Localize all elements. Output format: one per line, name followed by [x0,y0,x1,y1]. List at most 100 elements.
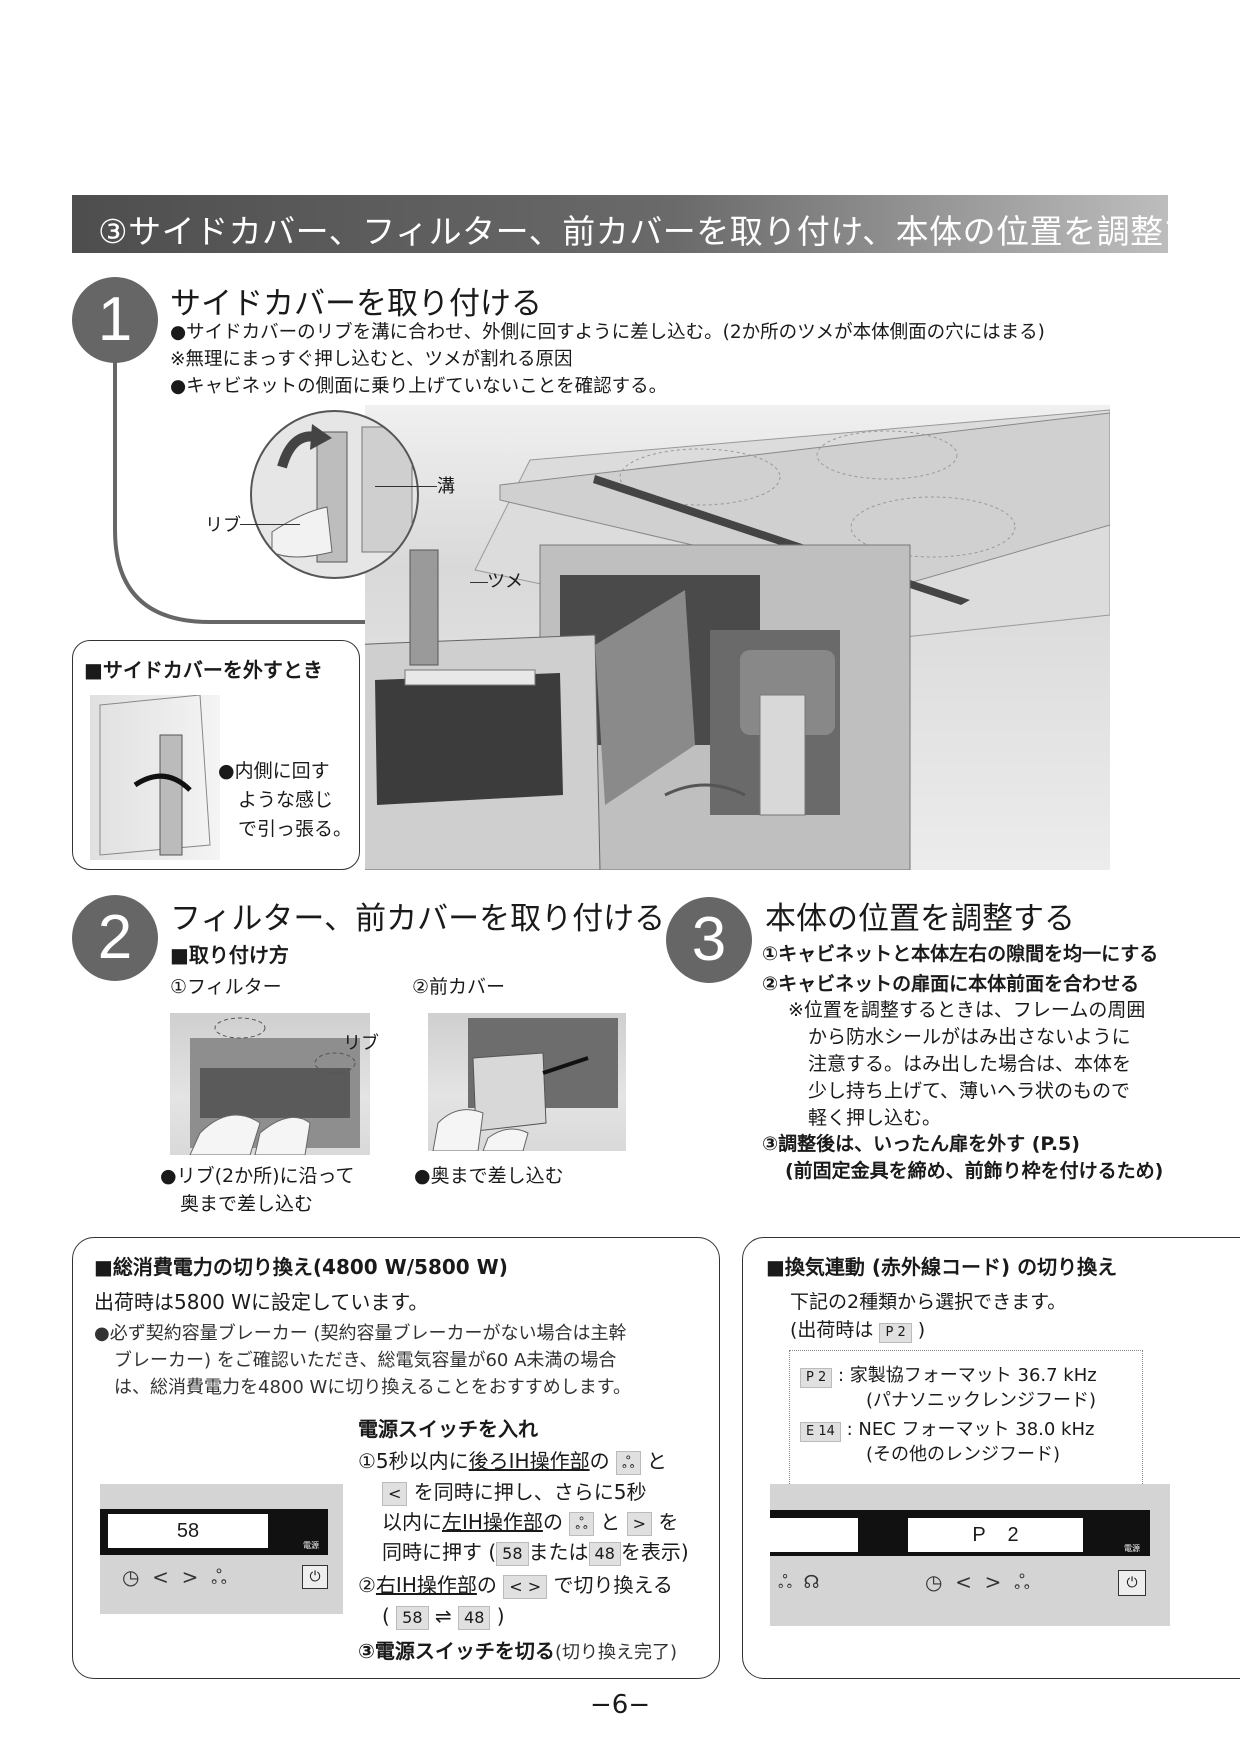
power-step-1a-to: と [646,1449,667,1473]
filter-illustration [170,1013,370,1155]
key-e14: E 14 [800,1422,841,1442]
leader-claw [470,582,488,583]
leader-rib [240,524,300,525]
power-step-2-text: で切り換える [553,1573,673,1597]
power-step-2b: ( 58 ⇌ 48 ) [382,1601,505,1631]
step-1-instruction-1: ●サイドカバーのリブを溝に合わせ、外側に回すように差し込む。(2か所のツメが本体… [170,322,1045,343]
power-step-2: ②右IH操作部の < > で切り換える [358,1570,673,1600]
panel-keys-right: ◷ < > ஃ [925,1570,1030,1594]
filter-rib-label: リブ [343,1033,379,1054]
filter-caption-1: ●リブ(2か所)に沿って [160,1165,355,1187]
power-step-1c-pre: 以内に [382,1510,442,1534]
vent-box-line-1: 下記の2種類から選択できます。 [790,1291,1067,1313]
panel-keys-left: ◷ < > ஃ [122,1565,227,1589]
key-display-48: 48 [588,1542,621,1566]
cooktop-drawing [365,409,1110,870]
power-step-1a: ①5秒以内に後ろIH操作部の ஃ と [358,1446,667,1476]
power-step-1a-pre: ①5秒以内に [358,1449,469,1473]
power-label-left: 電源 [303,1541,319,1550]
step-1-illustration [365,405,1110,870]
section-banner [72,195,1168,253]
step-3-note-5: 軽く押し込む。 [808,1107,942,1129]
section-banner-title: ③サイドカバー、フィルター、前カバーを取り付け、本体の位置を調整する [98,212,1231,251]
step-3-note-3: 注意する。はみ出した場合は、本体を [808,1053,1132,1075]
key-p2: P 2 [800,1368,833,1388]
toggle-arrow-icon: ⇌ [434,1604,452,1628]
power-step-3-rest: (切り換え完了) [554,1642,677,1663]
power-step-1a-rear-ih: 後ろIH操作部 [468,1449,590,1473]
key-p2-default: P 2 [879,1323,912,1343]
remove-text-2: ような感じ [238,789,334,811]
step-2-title: フィルター、前カバーを取り付ける [170,901,666,937]
step-3-item-1: ①キャビネットと本体左右の隙間を均一にする [762,943,1159,965]
step-3-note-1: ※位置を調整するときは、フレームの周囲 [788,999,1146,1021]
step-3-note-4: 少し持ち上げて、薄いヘラ状のもので [808,1080,1131,1102]
step-2-number: 2 [72,895,158,981]
power-step-1c-to: と [600,1510,621,1534]
step-3-item-2: ②キャビネットの扉面に本体前面を合わせる [762,973,1140,995]
step-1-instruction-2: ※無理にまっすぐ押し込むと、ツメが割れる原因 [170,349,573,370]
zoom-detail-circle [250,410,419,579]
key-toggle-48: 48 [458,1606,491,1630]
label-claw: ツメ [487,571,523,592]
power-step-1d-post: を表示) [620,1540,689,1564]
key-display-58: 58 [496,1542,529,1566]
front-cover-caption: ●奥まで差し込む [414,1165,564,1187]
key-fan-1: ஃ [615,1451,641,1475]
step-3-number: 3 [666,897,752,983]
power-step-1c-no: の [542,1510,563,1534]
power-step-0: 電源スイッチを入れ [358,1417,538,1441]
remove-text-1: ●内側に回す [218,760,330,782]
power-step-1d-pre: 同時に押す ( [382,1540,497,1564]
power-box-desc-3: は、総消費電力を4800 Wに切り換えることをおすすめします。 [114,1377,631,1398]
display-right-left [770,1518,858,1552]
power-step-1a-no: の [589,1449,610,1473]
power-step-2b-close: ) [496,1604,505,1628]
power-step-2-no: の [476,1573,497,1597]
power-step-2-right-ih: 右IH操作部 [375,1573,477,1597]
step-2-subtitle: ■取り付け方 [170,943,289,967]
vent-box-line-2: (出荷時は P 2 ) [790,1316,925,1345]
vent-option-1-sub: (パナソニックレンジフード) [866,1390,1097,1411]
step-1-number: 1 [72,277,158,363]
vent-option-1-text: : 家製協フォーマット 36.7 kHz [837,1365,1097,1386]
panel-keys-right-left: ஃ ☊ [778,1572,820,1593]
remove-text-3: で引っ張る。 [238,818,353,840]
power-step-2-pre: ② [358,1573,376,1597]
key-fan-2: ஃ [569,1512,594,1536]
power-step-1c-left-ih: 左IH操作部 [442,1510,543,1534]
key-right-1: > [626,1512,652,1536]
vent-default-pre: (出荷時は [790,1319,874,1341]
step-1-instruction-3: ●キャビネットの側面に乗り上げていないことを確認する。 [170,376,668,397]
front-cover-label: ②前カバー [412,976,506,998]
step-3-note-2: から防水シールがはみ出さないように [808,1026,1131,1048]
power-box-desc-1: ●必ず契約容量ブレーカー (契約容量ブレーカーがない場合は主幹 [94,1323,627,1344]
power-step-1b-text: を同時に押し、さらに5秒 [413,1480,647,1504]
remove-side-cover-title: ■サイドカバーを外すとき [84,658,323,682]
step-3-title: 本体の位置を調整する [765,901,1075,937]
power-box-default: 出荷時は5800 Wに設定しています。 [94,1290,429,1314]
display-right: P 2 [908,1518,1083,1552]
power-step-1d-or: または [528,1540,589,1564]
vent-link-box [742,1237,1240,1679]
label-groove: 溝 [437,476,455,497]
key-left-1: < [382,1482,408,1506]
power-button-right[interactable]: ⏻ [1118,1570,1146,1596]
step-1-connector-line [113,360,390,624]
vent-box-title: ■換気連動 (赤外線コード) の切り換え [766,1255,1118,1279]
power-step-1b: < を同時に押し、さらに5秒 [382,1477,647,1507]
power-step-1c: 以内に左IH操作部の ஃ と > を [382,1507,678,1537]
step-3-item-3-note: (前固定金具を締め、前飾り枠を付けるため) [785,1160,1164,1182]
filter-caption-2: 奥まで差し込む [180,1193,314,1215]
power-step-3-main: ③電源スイッチを切る [358,1639,555,1663]
display-left: 58 [108,1514,268,1548]
vent-option-2-text: : NEC フォーマット 38.0 kHz [846,1419,1095,1440]
vent-option-2: E 14 : NEC フォーマット 38.0 kHz [800,1416,1094,1444]
step-1-title: サイドカバーを取り付ける [170,286,542,322]
power-box-title: ■総消費電力の切り換え(4800 W/5800 W) [94,1255,508,1279]
vent-default-post: ) [917,1319,926,1341]
label-rib: リブ [205,515,241,536]
step-3-item-3: ③調整後は、いったん扉を外す (P.5) [762,1133,1080,1155]
power-button-left[interactable]: ⏻ [302,1565,328,1589]
